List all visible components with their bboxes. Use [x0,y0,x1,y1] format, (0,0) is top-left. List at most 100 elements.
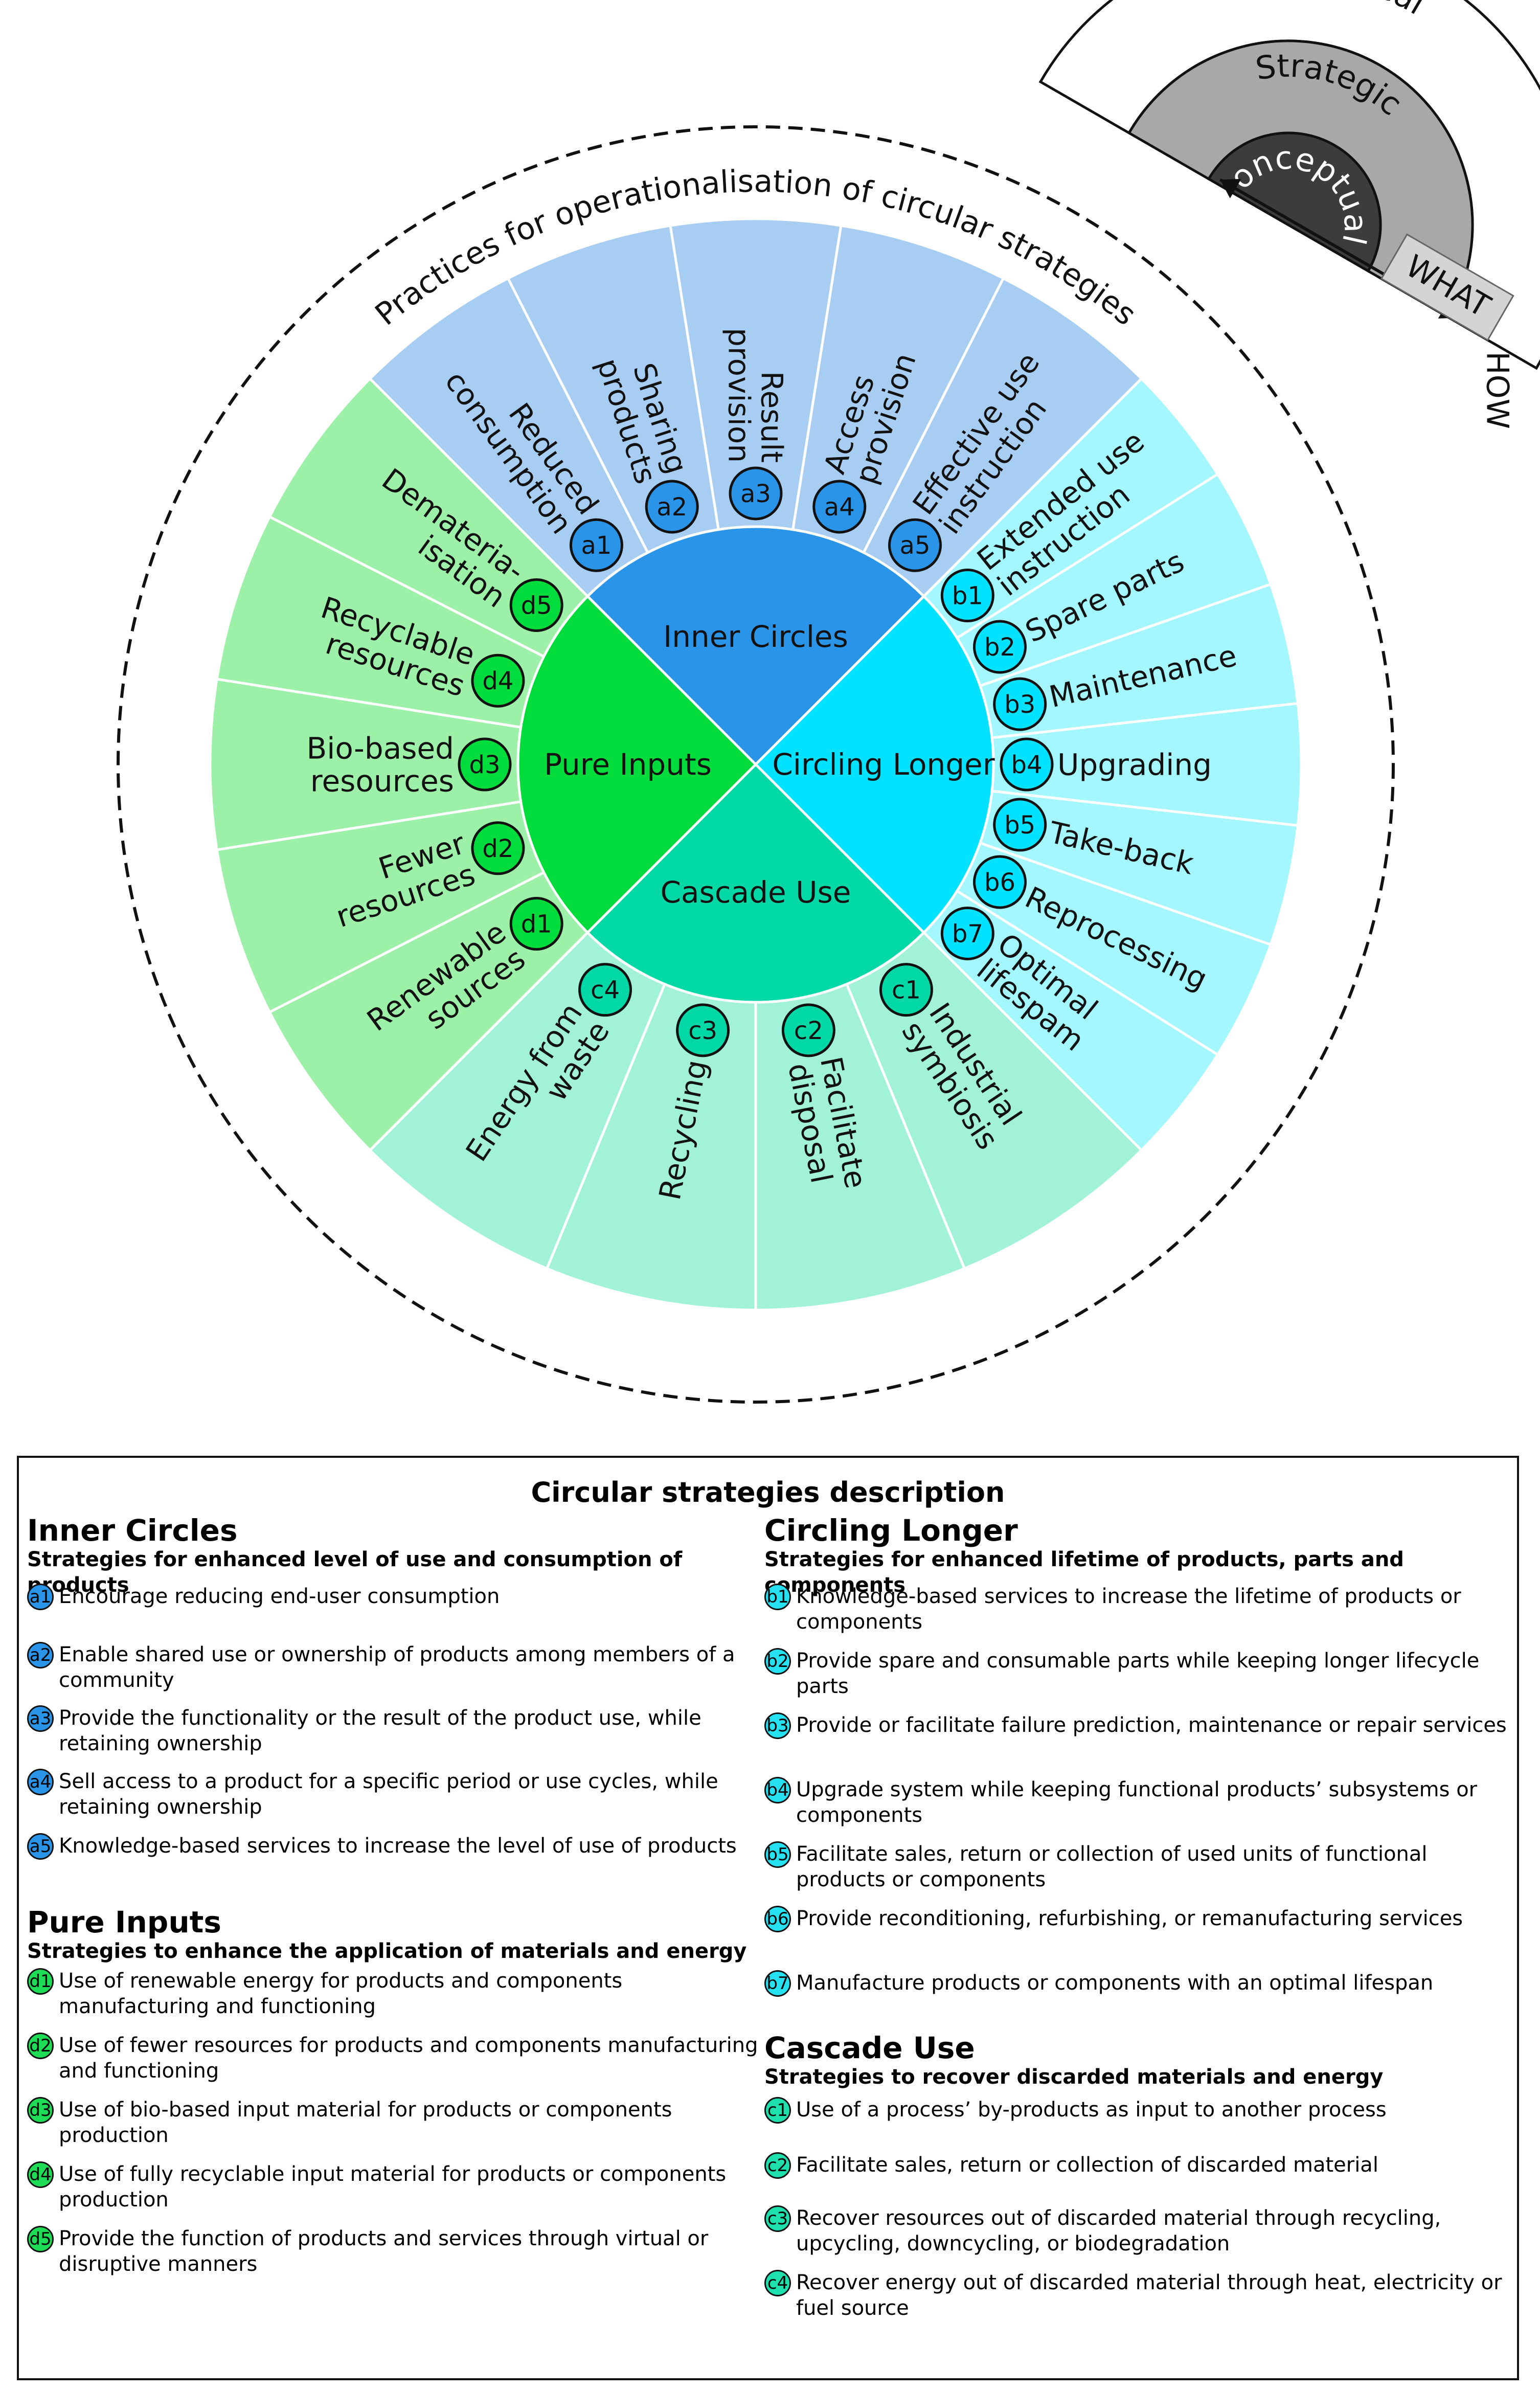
legend-text-d1: Use of renewable energy for products and… [59,1969,623,2018]
badge-b4-label: b4 [1011,751,1042,779]
badge-d4-circle [471,653,525,708]
legend-heading-pure-inputs: Pure Inputs [27,1905,221,1939]
legend-text-d4: Use of fully recyclable input material f… [59,2162,727,2212]
badge-b3: b3 [764,1712,791,1739]
badge-d3-label: d3 [469,751,500,779]
badge-d5-circle [509,578,563,632]
badge-a2-circle [645,480,699,534]
legend-subtitle-circling-longer: Strategies for enhanced lifetime of prod… [764,1548,1404,1597]
legend-text-b1: Knowledge-based services to increase the… [796,1585,1461,1634]
badge-b5-label: b5 [1004,811,1035,840]
outer-dashed-circle [117,125,1395,1404]
legend-text-b2: Provide spare and consumable parts while… [796,1649,1480,1698]
legend-heading-cascade-use: Cascade Use [764,2031,975,2065]
legend-heading-inner-circles: Inner Circles [27,1513,238,1548]
badge-d5-label: d5 [521,591,552,620]
legend-text-a2: Enable shared use or ownership of produc… [59,1643,735,1692]
badge-c2: c2 [764,2152,791,2179]
badge-c4: c4 [764,2270,791,2296]
quadrant-label-cascade-use: Cascade Use [661,875,851,910]
badge-d1: d1 [27,1968,54,1995]
legend-box: Circular strategies description Inner Ci… [17,1456,1519,2380]
badge-b1-label: b1 [952,582,983,611]
badge-a2: a2 [27,1642,54,1668]
badge-a1-circle [569,518,623,572]
how-arrow-tail [1220,178,1241,198]
quadrant-c [585,762,926,1004]
badge-d3: d3 [27,2097,54,2124]
badge-b2-circle [973,620,1027,674]
badge-c3-circle [676,1003,730,1057]
what-box [1380,233,1514,342]
quadrant-b [754,594,995,935]
badge-b1-circle [940,569,994,623]
badge-c1-label: c1 [892,976,921,1005]
legend-text-b5: Facilitate sales, return or collection o… [796,1842,1428,1891]
badge-b3-label: b3 [1004,690,1035,719]
legend-text-b4: Upgrade system while keeping functional … [796,1778,1478,1827]
badge-c4-circle [578,963,632,1017]
badge-b7-circle [940,906,994,960]
badge-a2-label: a2 [656,493,687,522]
badge-a4-label: a4 [824,493,855,522]
legend-text-b7: Manufacture products or components with … [796,1971,1434,1995]
quadrant-label-inner-circles: Inner Circles [663,619,848,654]
badge-a5-label: a5 [900,531,931,560]
badge-d2: d2 [27,2033,54,2059]
segment-label-a3: Resultprovision [722,328,789,463]
badge-b6: b6 [764,1906,791,1932]
badge-b1: b1 [764,1584,791,1610]
segment-label-b4: Upgrading [1057,747,1212,782]
badge-a3: a3 [27,1705,54,1732]
level-conceptual-band [1207,131,1382,273]
badge-a1-label: a1 [581,531,612,560]
badge-b7: b7 [764,1970,791,1997]
legend-text-b3: Provide or facilitate failure prediction… [796,1713,1507,1737]
badge-c3-label: c3 [688,1017,717,1045]
badge-b4-circle [1000,737,1054,792]
badge-a5-circle [888,518,942,572]
badge-b6-circle [973,855,1027,909]
legend-title: Circular strategies description [531,1476,1005,1508]
badge-b7-label: b7 [952,919,983,948]
quadrant-label-circling-longer: Circling Longer [772,747,994,782]
badge-d4: d4 [27,2161,54,2188]
badge-b6-label: b6 [984,868,1015,897]
legend-subtitle-pure-inputs: Strategies to enhance the application of… [27,1939,747,1963]
badge-a3-label: a3 [740,480,771,508]
badge-b5: b5 [764,1841,791,1868]
badge-d3-circle [458,737,512,792]
badge-a4: a4 [27,1769,54,1795]
badge-a3-circle [729,466,783,521]
legend-text-a4: Sell access to a product for a specific … [59,1770,718,1819]
quadrant-a [585,525,926,766]
legend-heading-circling-longer: Circling Longer [764,1513,1018,1548]
badge-b4: b4 [764,1777,791,1803]
badge-b5-circle [993,798,1047,852]
badge-c2-label: c2 [794,1017,823,1045]
legend-group-circling-longer: Circling Longer Strategies for enhanced … [764,1514,1516,1603]
legend-text-c2: Facilitate sales, return or collection o… [796,2153,1378,2177]
legend-subtitle-cascade-use: Strategies to recover discarded material… [764,2065,1384,2089]
badge-a4-circle [812,480,867,534]
legend-text-d5: Provide the function of products and ser… [59,2227,709,2276]
badge-d4-label: d4 [482,667,513,695]
badge-c4-label: c4 [591,976,620,1005]
level-label-how: HOW [1479,351,1515,429]
badge-b2: b2 [764,1648,791,1675]
legend-group-pure-inputs: Pure Inputs Strategies to enhance the ap… [27,1906,758,1969]
quadrant-label-pure-inputs: Pure Inputs [544,747,712,782]
badge-d1-circle [509,897,563,951]
legend-group-cascade-use: Cascade Use Strategies to recover discar… [764,2032,1516,2095]
legend-text-c3: Recover resources out of discarded mater… [796,2206,1441,2255]
circular-strategies-wheel: Practices for operationalisation of circ… [117,0,1540,1404]
legend-text-d3: Use of bio-based input material for prod… [59,2098,672,2147]
legend-text-b6: Provide reconditioning, refurbishing, or… [796,1907,1463,1930]
badge-d1-label: d1 [521,910,552,939]
badge-c2-circle [781,1003,835,1057]
legend-text-a5: Knowledge-based services to increase the… [59,1834,737,1858]
badge-b2-label: b2 [984,633,1015,662]
badge-c3: c3 [764,2205,791,2232]
legend-text-c4: Recover energy out of discarded material… [796,2271,1502,2320]
